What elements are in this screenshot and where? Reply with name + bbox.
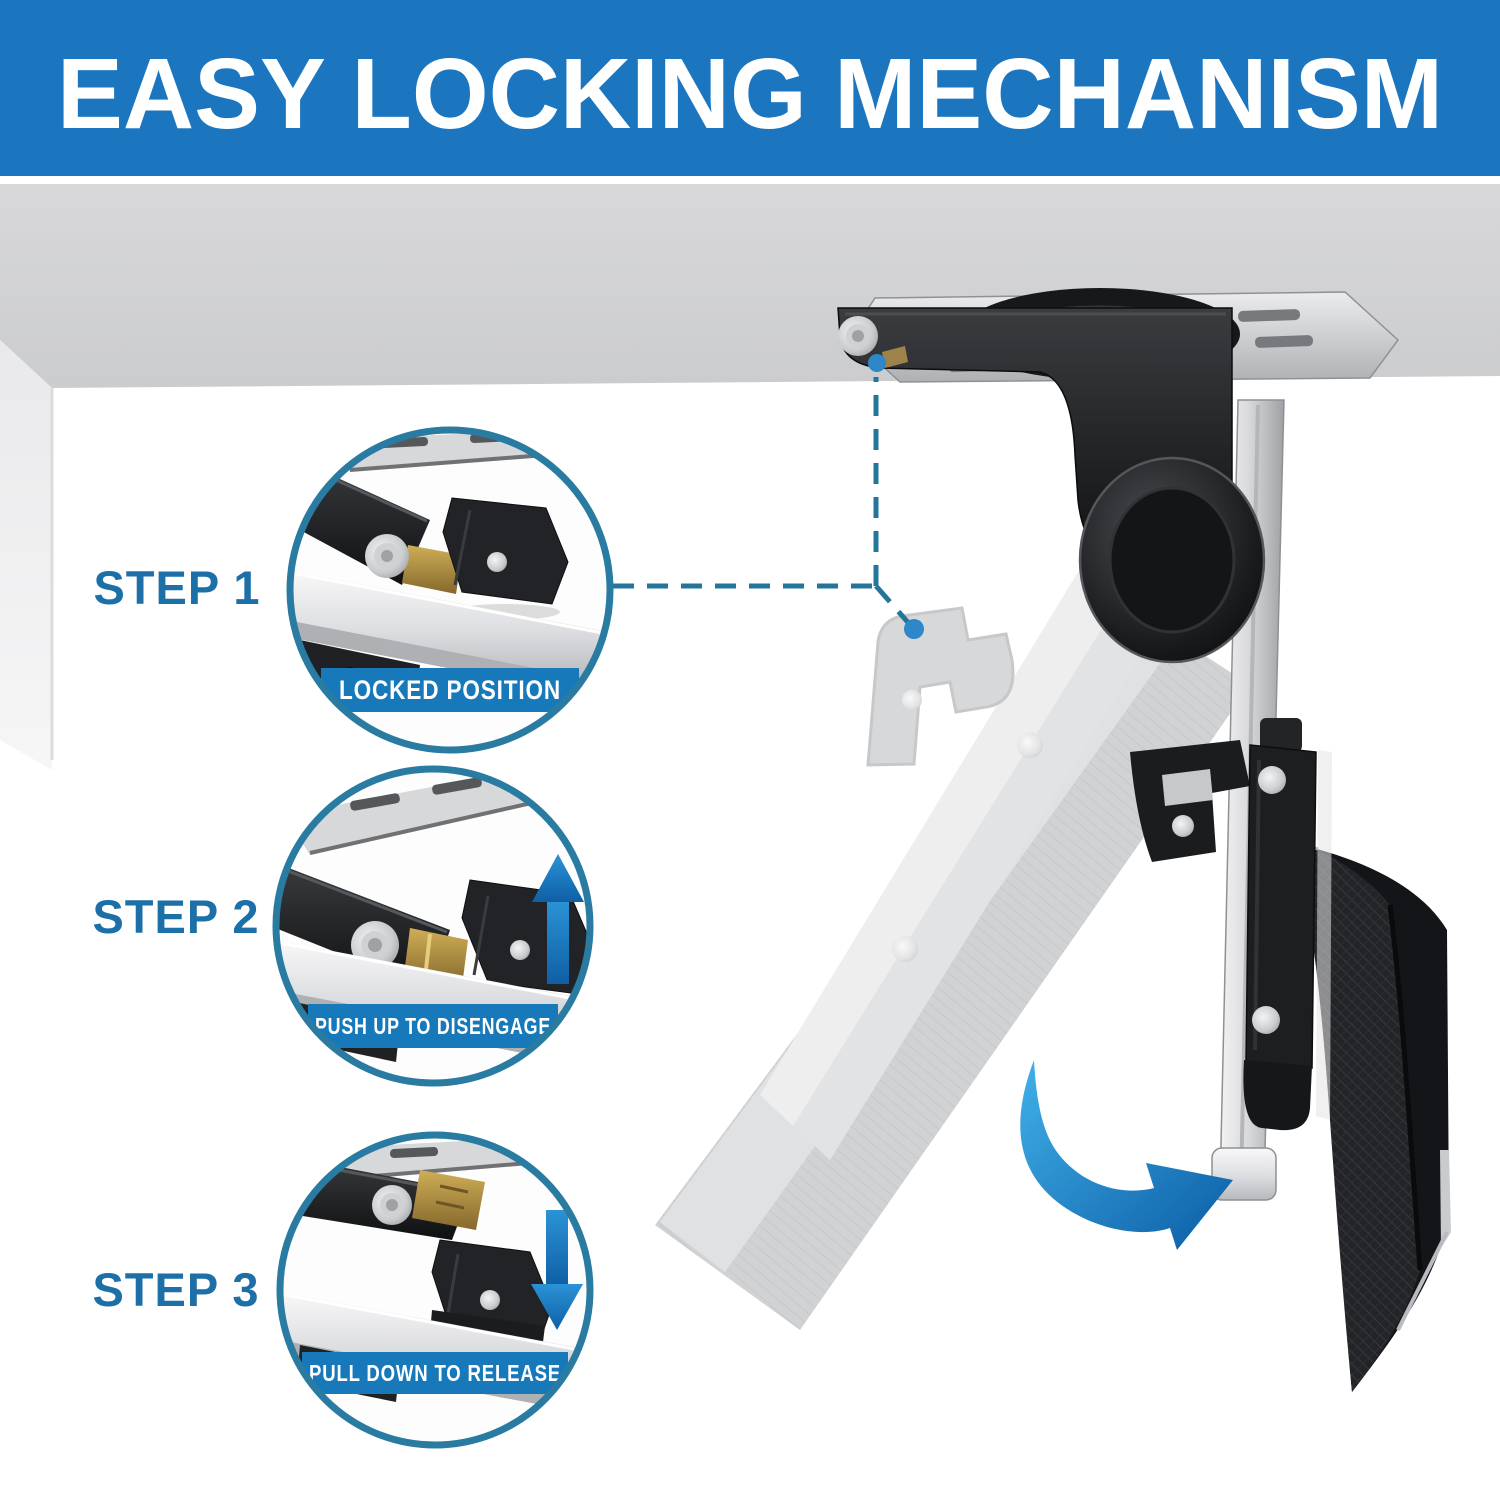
left-wall (0, 340, 52, 770)
step-2-circle-ring (272, 765, 594, 1087)
ghost-latch-hook (866, 606, 1015, 767)
rail-end-cap (1211, 1147, 1277, 1201)
bracket-thumb-screw (838, 316, 878, 356)
step-1-caption: LOCKED POSITION (339, 675, 561, 705)
step-1-circle-ring (286, 426, 614, 754)
bracket-plate (1245, 744, 1317, 1069)
up-arrow-icon (532, 854, 584, 984)
ghost-folded-position (655, 462, 1250, 1330)
step-2-detail-circle: PUSH UP TO DISENGAGE (276, 769, 590, 1083)
step-3-label: STEP 3 (92, 1263, 259, 1316)
step-2-caption: PUSH UP TO DISENGAGE (315, 1013, 551, 1039)
step-1-label: STEP 1 (93, 561, 260, 614)
step-2-label: STEP 2 (92, 890, 259, 943)
tv-mount-bracket (1130, 718, 1332, 1131)
lock-point-dot-mount (868, 354, 886, 372)
step-2-caption-banner (308, 1004, 558, 1048)
tv-edge-highlight (1440, 1150, 1451, 1248)
lock-point-dot-hook (904, 619, 924, 639)
page-title: EASY LOCKING MECHANISM (57, 38, 1443, 150)
brass-latch-glimpse (882, 346, 908, 368)
tv-frame-strip (1316, 750, 1332, 1120)
down-arrow-icon (531, 1210, 583, 1330)
latch-catch-notch (1162, 769, 1213, 806)
ghost-arm-highlight (760, 462, 1186, 1126)
step-3-circle-ring (276, 1131, 594, 1449)
header-background (0, 0, 1500, 176)
step-3-caption-banner (302, 1352, 568, 1394)
curved-rotation-arrow-icon (1020, 1060, 1233, 1250)
step-1-detail-circle: LOCKED POSITION (290, 430, 610, 750)
step-3-caption: PULL DOWN TO RELEASE (309, 1360, 561, 1386)
header-banner: EASY LOCKING MECHANISM (0, 0, 1500, 176)
dashed-leader-line (613, 377, 914, 629)
bracket-foot (1243, 1060, 1312, 1131)
step-1-caption-banner (321, 668, 579, 712)
pivot-knob (1078, 456, 1266, 664)
